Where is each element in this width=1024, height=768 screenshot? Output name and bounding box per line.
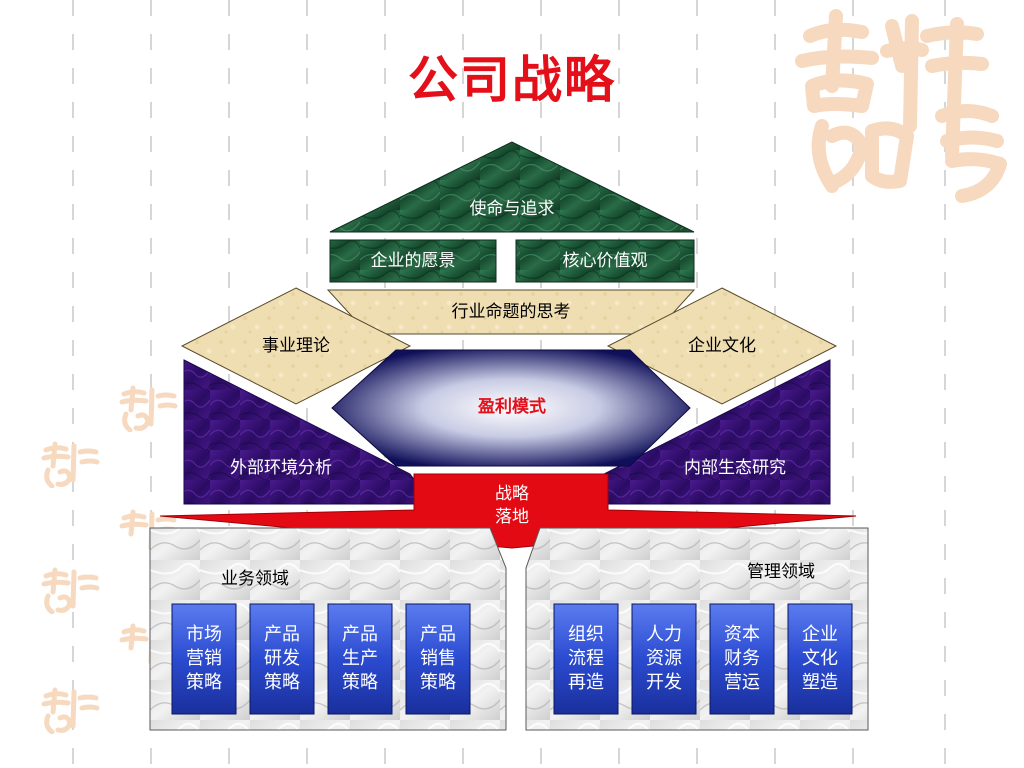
calligraphy-decoration-small <box>41 567 100 614</box>
business-box-2 <box>249 603 315 715</box>
management-box-1 <box>553 603 619 715</box>
business-theory-label: 事业理论 <box>262 336 330 356</box>
profit-model-label: 盈利模式 <box>478 397 546 417</box>
business-box-3-text: 产品生产策略 <box>342 624 378 693</box>
internal-ecology-label: 内部生态研究 <box>684 458 786 478</box>
business-domain-label: 业务领域 <box>221 569 289 589</box>
mission-label: 使命与追求 <box>469 199 555 219</box>
arrow-label-line1: 战略 <box>495 484 529 504</box>
calligraphy-decoration-small <box>119 623 155 665</box>
management-box-1-text: 组织流程再造 <box>568 624 604 693</box>
culture-diamond <box>606 287 838 405</box>
culture-label: 企业文化 <box>688 336 756 356</box>
management-box-4-text: 企业文化塑造 <box>802 624 838 693</box>
business-box-3 <box>327 603 393 715</box>
arrow-label-line2: 落地 <box>495 507 529 527</box>
business-box-2-text: 产品研发策略 <box>264 624 300 693</box>
mission-triangle <box>329 141 695 233</box>
business-box-4-text: 产品销售策略 <box>420 624 456 693</box>
business-theory-diamond <box>180 287 412 405</box>
industry-label: 行业命题的思考 <box>451 302 571 322</box>
calligraphy-decoration-small <box>119 385 178 432</box>
management-domain-label: 管理领域 <box>747 562 815 582</box>
profit-model-hexagon <box>331 349 691 467</box>
calligraphy-decoration <box>795 9 1007 203</box>
business-box-4 <box>405 603 471 715</box>
values-box <box>515 239 695 283</box>
management-box-3 <box>709 603 775 715</box>
calligraphy-decoration-small <box>41 687 100 734</box>
business-box-1-text: 市场营销策略 <box>186 624 222 693</box>
external-environment-label: 外部环境分析 <box>230 458 332 478</box>
page-title: 公司战略 <box>408 51 616 109</box>
values-label: 核心价值观 <box>562 251 648 271</box>
management-box-2-text: 人力资源开发 <box>646 624 682 693</box>
vision-box <box>329 239 497 283</box>
management-box-2 <box>631 603 697 715</box>
business-box-1 <box>171 603 237 715</box>
vision-label: 企业的愿景 <box>370 251 456 271</box>
management-box-4 <box>787 603 853 715</box>
management-box-3-text: 资本财务营运 <box>724 624 760 693</box>
calligraphy-decoration-small <box>41 441 100 488</box>
